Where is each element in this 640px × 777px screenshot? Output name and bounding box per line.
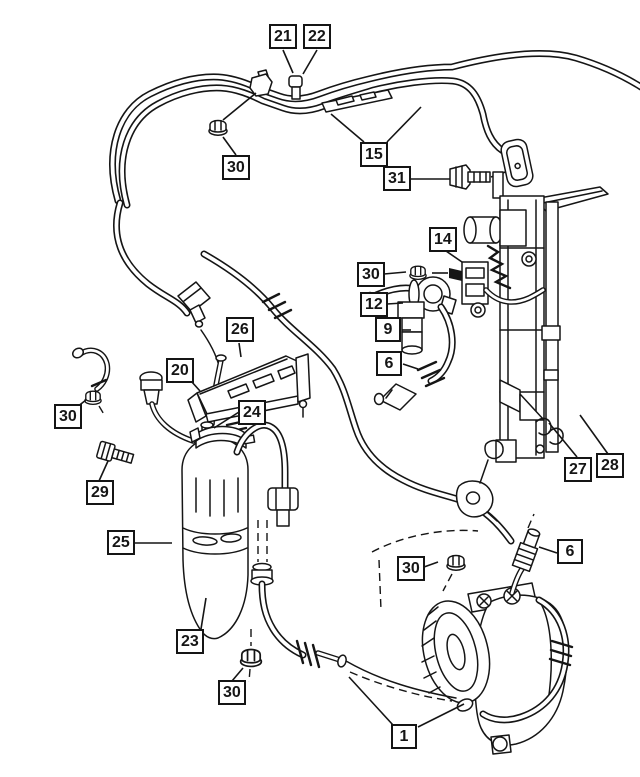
callout-21[interactable]: 21 — [269, 24, 297, 49]
callout-30-mid[interactable]: 30 — [357, 262, 385, 287]
hose-6-upper — [373, 303, 456, 411]
nut-30-mid — [409, 265, 427, 281]
callout-25[interactable]: 25 — [107, 530, 135, 555]
callout-12[interactable]: 12 — [360, 292, 388, 317]
bolt-29 — [96, 440, 135, 464]
callout-23[interactable]: 23 — [176, 629, 204, 654]
nut-30-compressor — [446, 554, 466, 571]
callout-14[interactable]: 14 — [429, 227, 457, 252]
sensor-9 — [401, 331, 423, 355]
condenser-assembly — [432, 171, 609, 463]
retainer-clip — [321, 89, 393, 113]
callout-20[interactable]: 20 — [166, 358, 194, 383]
callout-6-upper[interactable]: 6 — [376, 351, 402, 376]
callout-30-bottom[interactable]: 30 — [218, 680, 246, 705]
callout-29[interactable]: 29 — [86, 480, 114, 505]
valve-12 — [397, 301, 425, 319]
callout-1[interactable]: 1 — [391, 724, 417, 749]
callout-31[interactable]: 31 — [383, 166, 411, 191]
callout-30-compressor[interactable]: 30 — [397, 556, 425, 581]
compressor-1 — [345, 513, 574, 755]
callout-28[interactable]: 28 — [596, 453, 624, 478]
stud-dash — [248, 668, 251, 683]
outlet-tube — [233, 421, 347, 669]
callout-24[interactable]: 24 — [238, 400, 266, 425]
capped-fitting — [139, 371, 196, 444]
callout-26[interactable]: 26 — [226, 317, 254, 342]
callout-30-top[interactable]: 30 — [222, 155, 250, 180]
line-clamp — [222, 69, 273, 121]
callout-9[interactable]: 9 — [375, 317, 401, 342]
line-mount-bracket — [500, 138, 534, 188]
nut-30-left — [84, 390, 102, 406]
valve-cap-21-22 — [288, 75, 303, 100]
callout-6-compressor[interactable]: 6 — [557, 539, 583, 564]
ac-line-assembly — [109, 49, 640, 209]
grommet — [455, 439, 504, 522]
callout-15[interactable]: 15 — [360, 142, 388, 167]
stub-hose-left — [71, 347, 111, 392]
hose-6-compressor-fitting — [509, 513, 541, 596]
callout-30-left[interactable]: 30 — [54, 404, 82, 429]
suction-hose-left — [113, 199, 220, 367]
stud-dash — [98, 405, 106, 417]
callout-27[interactable]: 27 — [564, 457, 592, 482]
callout-22[interactable]: 22 — [303, 24, 331, 49]
nut-30-bottom — [239, 648, 263, 668]
nut-30-top — [208, 119, 228, 136]
accumulator-23-25 — [181, 419, 256, 640]
leader-lines — [76, 49, 609, 728]
